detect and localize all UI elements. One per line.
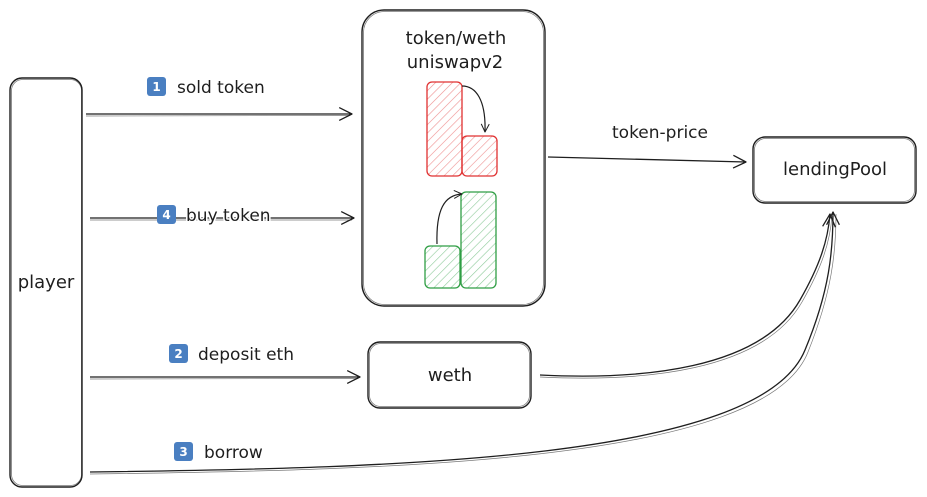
step-badge: 1 xyxy=(147,77,166,96)
svg-text:4: 4 xyxy=(162,208,170,222)
edge-label: token-price xyxy=(612,123,708,143)
edge-label: deposit eth xyxy=(198,345,294,365)
edge-label: buy token xyxy=(186,206,271,226)
edge-weth-to-lending xyxy=(539,213,836,379)
pool-subtitle: uniswapv2 xyxy=(407,52,503,73)
edge-sold-token: 1 sold token xyxy=(85,77,353,121)
weth-label: weth xyxy=(428,365,472,386)
lending-pool-label: lendingPool xyxy=(783,159,887,180)
step-badge: 3 xyxy=(174,442,193,461)
svg-text:3: 3 xyxy=(179,445,187,459)
uniswap-pool-node: token/weth uniswapv2 xyxy=(361,9,546,307)
edge-token-price: token-price xyxy=(547,123,747,169)
step-badge: 4 xyxy=(157,205,176,224)
reserves-before-icon xyxy=(426,81,498,177)
edge-borrow: 3 borrow xyxy=(89,211,840,475)
reserves-after-icon xyxy=(424,189,497,289)
step-badge: 2 xyxy=(169,344,188,363)
player-label: player xyxy=(18,272,75,293)
player-node: player xyxy=(9,77,83,488)
weth-node: weth xyxy=(367,341,532,409)
edge-buy-token: 4 buy token xyxy=(90,205,355,228)
edge-label: sold token xyxy=(177,78,265,98)
edge-deposit-eth: 2 deposit eth xyxy=(89,344,361,384)
svg-text:2: 2 xyxy=(174,347,182,361)
svg-text:1: 1 xyxy=(152,80,160,94)
edge-label: borrow xyxy=(204,443,263,463)
pool-title: token/weth xyxy=(406,28,507,49)
lending-pool-node: lendingPool xyxy=(752,136,917,204)
